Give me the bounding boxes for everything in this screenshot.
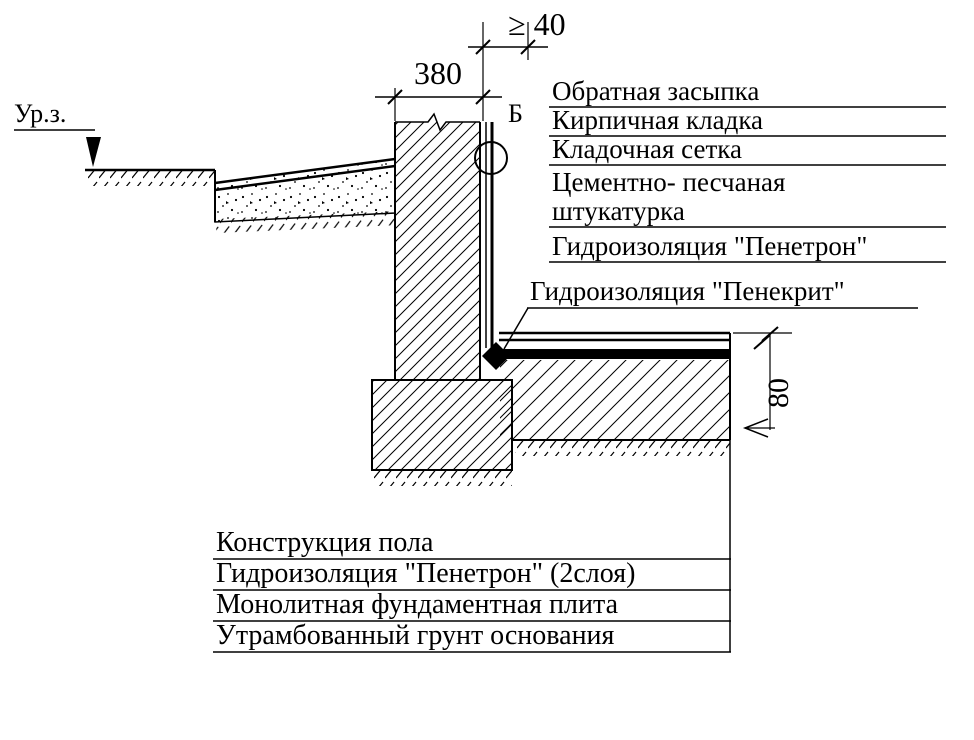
floor-slab [482, 331, 731, 456]
footing [371, 379, 513, 486]
detail-marker: Б [474, 99, 523, 175]
dimension-floor-thickness-value: 80 [762, 378, 795, 408]
ground-level-arrow-icon [86, 137, 101, 167]
callout-penetron: Гидроизоляция "Пенетрон" [552, 231, 867, 261]
callout-backfill: Обратная засыпка [552, 76, 759, 106]
ground-level-marker: Ур.з. [14, 99, 215, 186]
callout-plaster-line2: штукатурка [552, 196, 685, 226]
callout-brickwork: Кирпичная кладка [552, 105, 763, 135]
footing-body [371, 379, 513, 471]
ground-hatch [88, 171, 214, 186]
wall-hatch [395, 122, 480, 380]
dimension-wall-width: 380 [375, 22, 502, 121]
detail-letter: Б [508, 99, 523, 128]
dim-arrow-left-icon [742, 418, 769, 438]
blind-area-soil-hatch [215, 211, 395, 233]
wall-top-break-line [395, 112, 480, 132]
dim-tick [475, 39, 491, 55]
ground-level-label: Ур.з. [14, 99, 66, 128]
detail-circle [474, 141, 508, 175]
callout-floor-construction: Конструкция пола [216, 527, 434, 558]
callout-masonry-mesh: Кладочная сетка [552, 134, 742, 164]
slab-soil-hatch [515, 441, 730, 456]
dimension-top-gap: ≥ 40 [468, 6, 566, 60]
dimension-wall-width-value: 380 [414, 55, 462, 91]
callout-penetron-2layers: Гидроизоляция "Пенетрон" (2слоя) [216, 558, 635, 589]
penekrit-leader-line [503, 307, 529, 350]
blind-area-top-line2 [214, 164, 396, 192]
footing-soil-hatch [374, 471, 512, 486]
dimension-top-gap-value: ≥ 40 [508, 6, 566, 42]
blind-area [214, 157, 396, 233]
callout-plaster-line1: Цементно- песчаная [552, 167, 785, 197]
floor-waterproofing-band [502, 349, 730, 359]
callout-compacted-soil: Утрамбованный грунт основания [216, 620, 615, 651]
callout-monolithic-slab: Монолитная фундаментная плита [216, 589, 619, 620]
right-callouts: Обратная засыпка Кирпичная кладка Кладоч… [503, 76, 946, 350]
bottom-callouts: Конструкция пола Гидроизоляция "Пенетрон… [213, 333, 731, 653]
dim-tick [753, 334, 771, 350]
slab-hatch [500, 360, 730, 440]
callout-penekrit: Гидроизоляция "Пенекрит" [530, 276, 845, 306]
penekrit-fillet [482, 342, 510, 370]
blind-area-top-line1 [214, 157, 396, 185]
dimension-floor-thickness: 80 [733, 326, 795, 438]
wall-section [394, 112, 494, 380]
